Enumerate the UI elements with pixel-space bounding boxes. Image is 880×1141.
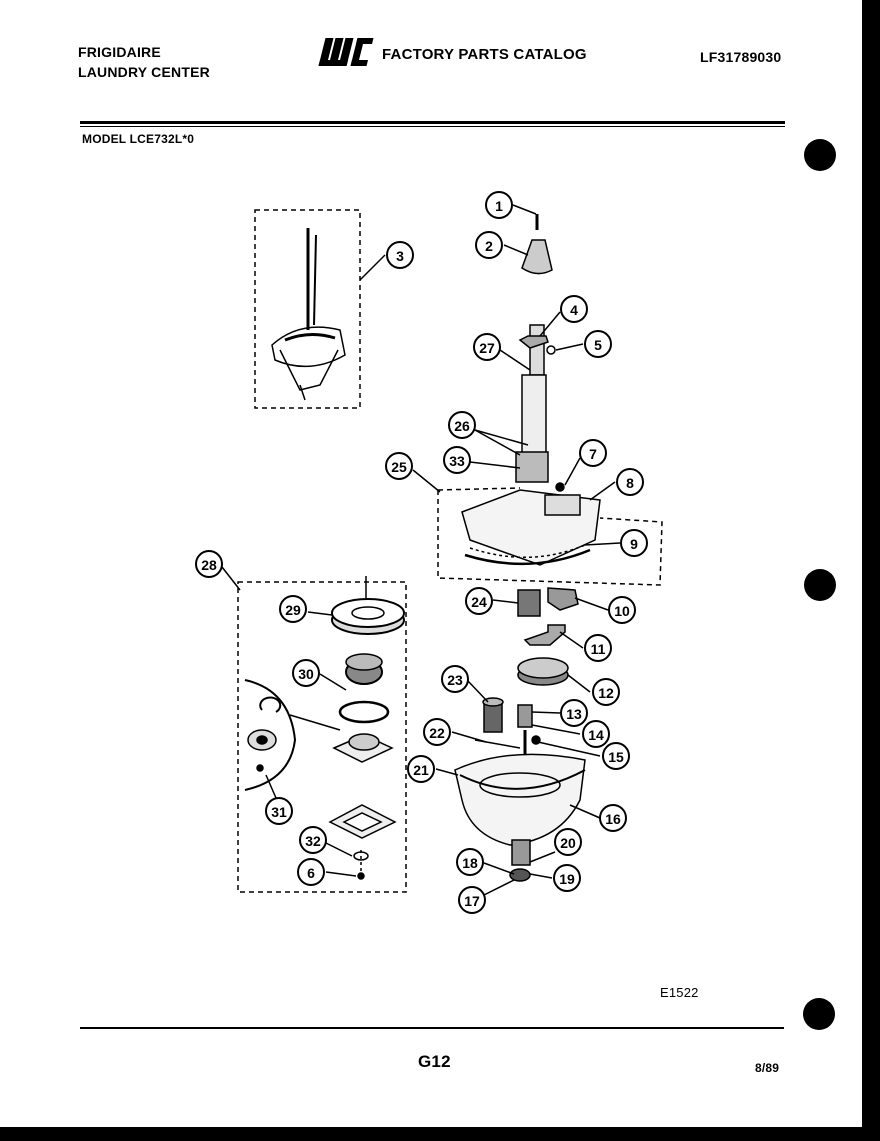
callout-3: 3 xyxy=(386,241,414,269)
parts-catalog-page: FRIGIDAIRE LAUNDRY CENTER FACTORY PARTS … xyxy=(0,0,862,1127)
model-number: MODEL LCE732L*0 xyxy=(82,132,195,146)
callout-19: 19 xyxy=(553,864,581,892)
callout-label: 13 xyxy=(566,706,582,722)
callout-20: 20 xyxy=(554,828,582,856)
callout-15: 15 xyxy=(602,742,630,770)
document-number: LF31789030 xyxy=(700,49,782,65)
revision-date: 8/89 xyxy=(755,1061,780,1075)
header-rule-thin xyxy=(80,126,785,127)
callout-7: 7 xyxy=(579,439,607,467)
agitator-assembly-box xyxy=(254,209,361,409)
callout-1: 1 xyxy=(485,191,513,219)
callout-8: 8 xyxy=(616,468,644,496)
callout-16: 16 xyxy=(599,804,627,832)
callout-label: 18 xyxy=(462,855,478,871)
callout-label: 28 xyxy=(201,557,217,573)
callout-33: 33 xyxy=(443,446,471,474)
wci-logo xyxy=(318,38,374,66)
callout-26: 26 xyxy=(448,411,476,439)
exploded-parts-diagram: 1234527267332589282924101130231213221415… xyxy=(195,191,663,914)
callout-30: 30 xyxy=(292,659,320,687)
callout-label: 15 xyxy=(608,749,624,765)
callout-32: 32 xyxy=(299,826,327,854)
callout-29: 29 xyxy=(279,595,307,623)
callout-31: 31 xyxy=(265,797,293,825)
callout-25: 25 xyxy=(385,452,413,480)
callout-label: 11 xyxy=(591,641,606,657)
callout-18: 18 xyxy=(456,848,484,876)
callout-21: 21 xyxy=(407,755,435,783)
callout-label: 27 xyxy=(479,340,495,356)
binder-hole-top xyxy=(804,139,836,171)
callout-label: 8 xyxy=(626,475,634,491)
header-rule xyxy=(80,121,785,124)
callout-label: 19 xyxy=(559,871,575,887)
callout-label: 23 xyxy=(447,672,463,688)
callout-2: 2 xyxy=(475,231,503,259)
callout-17: 17 xyxy=(458,886,486,914)
figure-code: E1522 xyxy=(660,985,699,1000)
callout-label: 9 xyxy=(630,536,638,552)
callout-28: 28 xyxy=(195,550,223,578)
callout-6: 6 xyxy=(297,858,325,886)
callout-label: 6 xyxy=(307,865,315,881)
callout-label: 31 xyxy=(271,804,287,820)
binder-hole-bottom xyxy=(803,998,835,1030)
brand-line-2: LAUNDRY CENTER xyxy=(78,64,210,80)
callout-label: 5 xyxy=(594,337,602,353)
callout-label: 32 xyxy=(305,833,321,849)
callout-label: 4 xyxy=(570,302,578,318)
callout-24: 24 xyxy=(465,587,493,615)
callout-label: 16 xyxy=(605,811,621,827)
callout-12: 12 xyxy=(592,678,620,706)
transmission-cover-box xyxy=(437,490,663,586)
brand-line-1: FRIGIDAIRE xyxy=(78,44,161,60)
callout-label: 24 xyxy=(471,594,487,610)
callout-4: 4 xyxy=(560,295,588,323)
callout-label: 33 xyxy=(449,453,465,469)
callout-22: 22 xyxy=(423,718,451,746)
callout-label: 26 xyxy=(454,418,470,434)
callout-label: 25 xyxy=(391,459,407,475)
callout-label: 21 xyxy=(413,762,429,778)
callout-14: 14 xyxy=(582,720,610,748)
callout-label: 17 xyxy=(464,893,480,909)
callout-label: 22 xyxy=(429,725,445,741)
callout-10: 10 xyxy=(608,596,636,624)
callout-label: 30 xyxy=(298,666,314,682)
callout-23: 23 xyxy=(441,665,469,693)
catalog-title: FACTORY PARTS CATALOG xyxy=(382,46,587,63)
page-number: G12 xyxy=(418,1052,451,1071)
seal-kit-box xyxy=(237,581,407,893)
callout-label: 3 xyxy=(396,248,404,264)
callout-label: 29 xyxy=(285,602,301,618)
callout-11: 11 xyxy=(584,634,612,662)
callout-9: 9 xyxy=(620,529,648,557)
callout-label: 12 xyxy=(598,685,614,701)
callout-label: 20 xyxy=(560,835,576,851)
callout-label: 7 xyxy=(589,446,597,462)
callout-label: 1 xyxy=(495,198,503,214)
callout-label: 2 xyxy=(485,238,493,254)
callout-13: 13 xyxy=(560,699,588,727)
callout-27: 27 xyxy=(473,333,501,361)
callout-label: 10 xyxy=(614,603,630,619)
footer-rule xyxy=(80,1027,784,1029)
callout-5: 5 xyxy=(584,330,612,358)
callout-label: 14 xyxy=(588,727,604,743)
binder-hole-middle xyxy=(804,569,836,601)
